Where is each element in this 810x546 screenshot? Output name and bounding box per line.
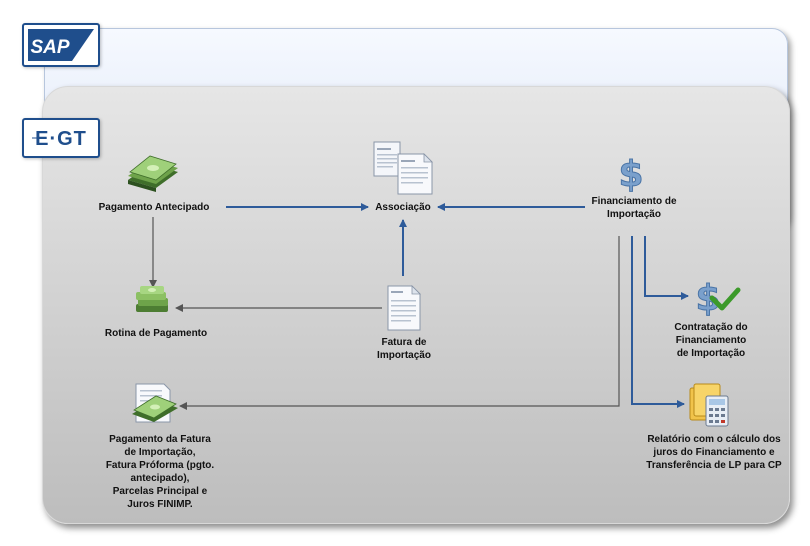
egt-logo: E·GT: [22, 118, 100, 158]
svg-text:E·GT: E·GT: [35, 128, 87, 150]
dollar-check-icon: $: [695, 278, 741, 320]
label-pagamento-antecipado: Pagamento Antecipado: [98, 202, 210, 213]
money-pile-icon: [136, 286, 168, 312]
label-pagamento-fatura: Pagamento da Fatura de Importação, Fatur…: [105, 434, 215, 510]
money-invoice-icon: [132, 383, 178, 423]
arrow-financiamento-to-contratacao: [644, 236, 689, 300]
money-stack-icon: [128, 155, 178, 192]
label-rotina-pagamento: Rotina de Pagamento: [104, 328, 208, 339]
label-contratacao: Contratação do Financiamento de Importaç…: [674, 322, 748, 359]
label-relatorio: Relatório com o cálculo dos juros do Fin…: [646, 434, 782, 471]
svg-text:$: $: [695, 278, 720, 319]
svg-text:SAP: SAP: [30, 37, 69, 58]
documents-icon: [373, 141, 433, 195]
invoice-icon: [387, 285, 421, 331]
arrow-financiamento-to-relatorio: [631, 236, 685, 408]
label-financiamento: Financiamento de Importação: [591, 196, 677, 220]
sap-logo: SAP: [22, 23, 100, 67]
dollar-sign-icon: $: [618, 154, 644, 196]
label-fatura: Fatura de Importação: [377, 337, 431, 361]
svg-text:$: $: [618, 154, 643, 195]
label-associacao: Associação: [375, 202, 431, 213]
folder-calculator-icon: [689, 383, 729, 427]
arrow-financiamento-to-pagamento-fatura: [179, 236, 620, 410]
